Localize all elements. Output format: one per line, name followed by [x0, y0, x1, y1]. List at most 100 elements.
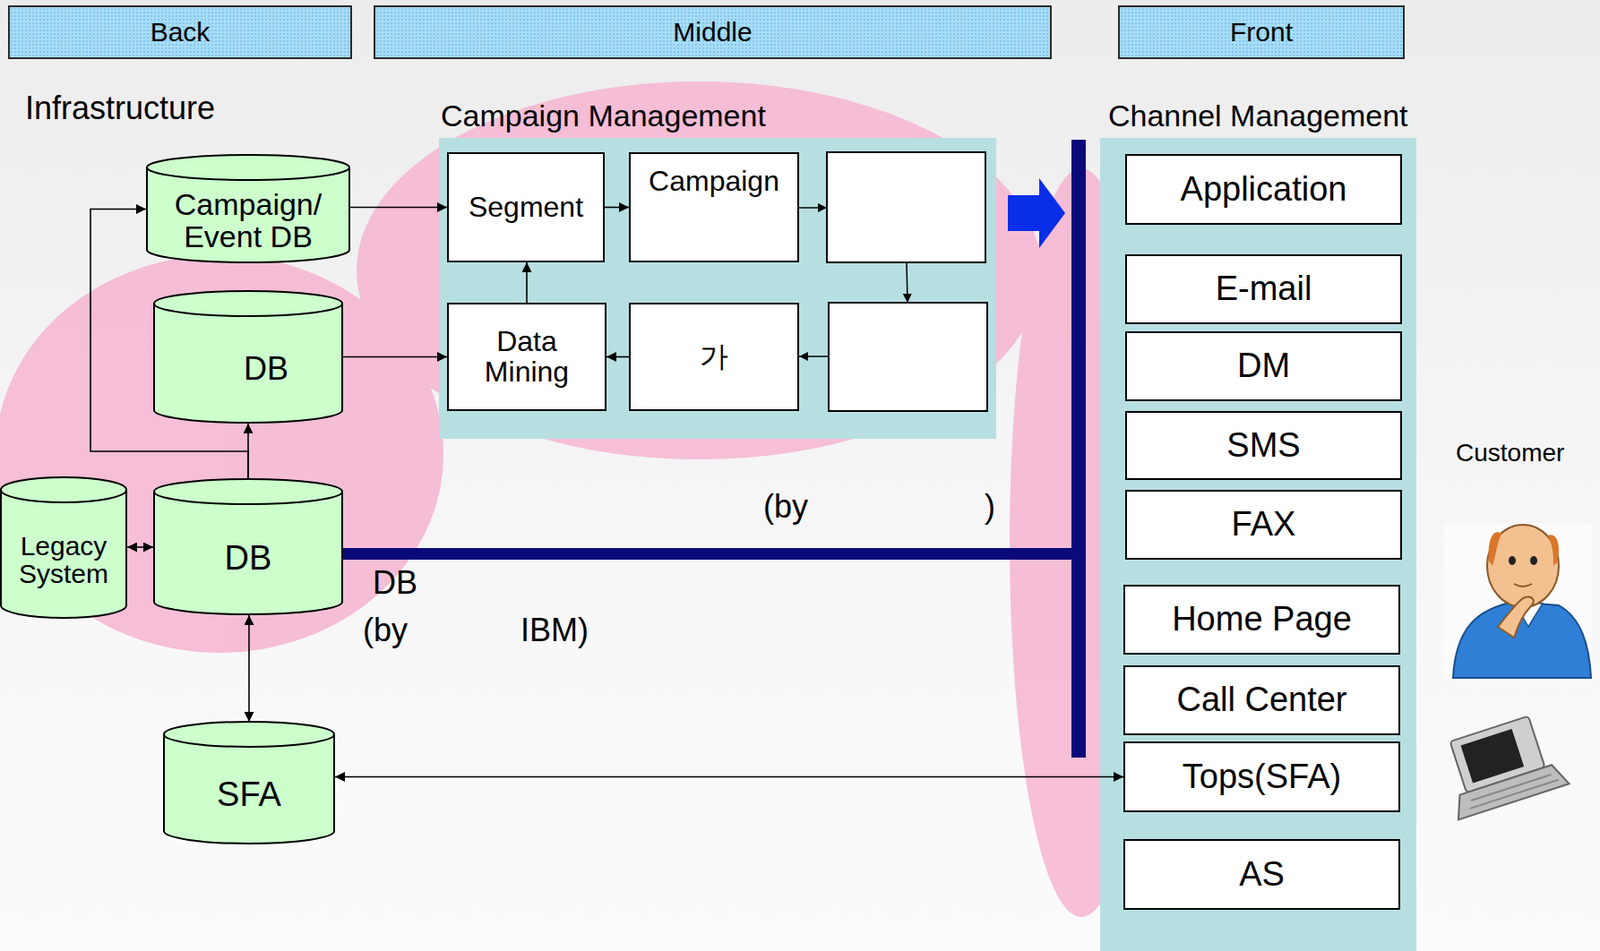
node-text: Back [145, 17, 216, 47]
bus-label: IBM) [520, 611, 589, 650]
text-holder: Data Mining [448, 304, 605, 410]
text-holder: Back [9, 7, 351, 58]
text-holder: Home Page [1125, 586, 1399, 654]
node-text: Campaign [643, 166, 785, 198]
pink-regions [0, 81, 1153, 918]
node-text: Tops(SFA) [1177, 759, 1347, 796]
channel-box: E-mail [1125, 254, 1403, 325]
connector-arrow [525, 262, 528, 303]
node-text: SMS [1221, 428, 1306, 465]
empty-box [828, 302, 988, 412]
channel-box: Call Center [1123, 665, 1401, 736]
flow-arrow [799, 355, 829, 358]
text-holder: Call Center [1125, 667, 1399, 734]
node-text: DB [219, 541, 278, 577]
connector-arrow [248, 615, 250, 723]
node-text: Campaign/ Event DB [146, 189, 351, 253]
process-box: Segment [447, 152, 605, 263]
campaign-panel-ground [438, 137, 997, 439]
panel-heading: Channel Management [1108, 98, 1409, 134]
cylinder-body [154, 479, 343, 615]
database-cylinder: DB [153, 291, 344, 424]
connector-arrow [606, 356, 629, 359]
cylinder-rim [0, 490, 127, 503]
node-text: Application [1175, 172, 1353, 208]
cylinder-body [0, 477, 127, 619]
node-text: AS [1233, 857, 1291, 894]
laptop-icon [1434, 710, 1569, 820]
connector-arrow [127, 546, 154, 549]
process-box: Campaign [628, 152, 800, 263]
node-text: SFA [211, 777, 287, 814]
channel-bus-bar [1071, 139, 1086, 758]
connector-arrow [343, 356, 448, 359]
bus-label: (by [763, 488, 809, 526]
cylinder-body [154, 291, 343, 423]
flow-arrow [799, 206, 827, 209]
bus-label: (by [362, 611, 408, 650]
text-holder: E-mail [1126, 256, 1401, 323]
text-holder: SMS [1126, 412, 1401, 479]
connector-arrow [604, 206, 629, 209]
campaign-region [356, 81, 1041, 460]
flow-arrows [799, 207, 908, 357]
channel-box: SMS [1125, 411, 1403, 481]
bus-label: ) [984, 488, 996, 526]
db-bus-line [343, 548, 1074, 560]
database-cylinder: Campaign/ Event DB [146, 154, 351, 264]
text-holder: Segment [448, 154, 603, 261]
text-holder: Legacy System [0, 477, 128, 620]
cylinder-body [146, 154, 350, 263]
channel-box: DM [1125, 331, 1403, 402]
node-text: FAX [1226, 507, 1302, 543]
flow-block-arrow [1007, 178, 1066, 249]
actor-label: Customer [1455, 438, 1565, 468]
text-holder: Front [1119, 7, 1403, 58]
node-text: Call Center [1170, 682, 1352, 719]
database-cylinder: Legacy System [0, 477, 128, 620]
node-text: Segment [463, 192, 589, 224]
node-text: Middle [667, 17, 757, 47]
text-holder: FAX [1126, 491, 1401, 559]
node-text: E-mail [1210, 271, 1318, 308]
database-cylinder: DB [153, 479, 344, 616]
channel-box: AS [1123, 839, 1401, 911]
text-holder: SFA [163, 722, 336, 845]
section-band: Front [1118, 5, 1405, 60]
section-title: Infrastructure [25, 89, 216, 128]
cylinder-rim [154, 491, 343, 505]
node-text: DM [1231, 348, 1296, 385]
text-holder: DB [153, 479, 344, 616]
text-holder: 가 [630, 304, 798, 410]
node-text: DB [238, 352, 294, 387]
text-holder: Campaign/ Event DB [146, 154, 351, 264]
node-text: 가 [694, 342, 734, 373]
channel-box: FAX [1125, 490, 1403, 560]
text-holder: AS [1125, 841, 1399, 909]
cylinder-rim [154, 303, 343, 317]
channel-panel: Channel ManagementApplicationE-mailDMSMS… [1100, 137, 1417, 951]
text-holder: DM [1126, 333, 1401, 400]
panel-heading: Campaign Management [440, 98, 766, 134]
channel-box: Application [1125, 154, 1403, 225]
connector-arrow [350, 206, 448, 209]
customer-figure [1444, 523, 1592, 679]
channel-box: Home Page [1123, 584, 1401, 655]
text-holder: DB [153, 291, 344, 424]
process-box: 가 [628, 302, 800, 412]
node-text: Home Page [1166, 602, 1358, 638]
channel-box: Tops(SFA) [1123, 741, 1401, 813]
node-text: Front [1224, 17, 1299, 47]
cylinder-rim [146, 167, 350, 181]
cylinder-body [163, 722, 335, 844]
text-holder: Middle [375, 7, 1050, 58]
text-holder: Application [1126, 155, 1401, 224]
section-band: Middle [373, 5, 1052, 60]
channel-panel-ground [1100, 137, 1417, 951]
text-holder: Campaign [630, 154, 798, 261]
empty-box [826, 152, 986, 263]
campaign-panel: Campaign ManagementSegmentCampaignData M… [438, 137, 997, 439]
process-box: Data Mining [447, 302, 607, 412]
node-text: Data Mining [448, 326, 605, 388]
